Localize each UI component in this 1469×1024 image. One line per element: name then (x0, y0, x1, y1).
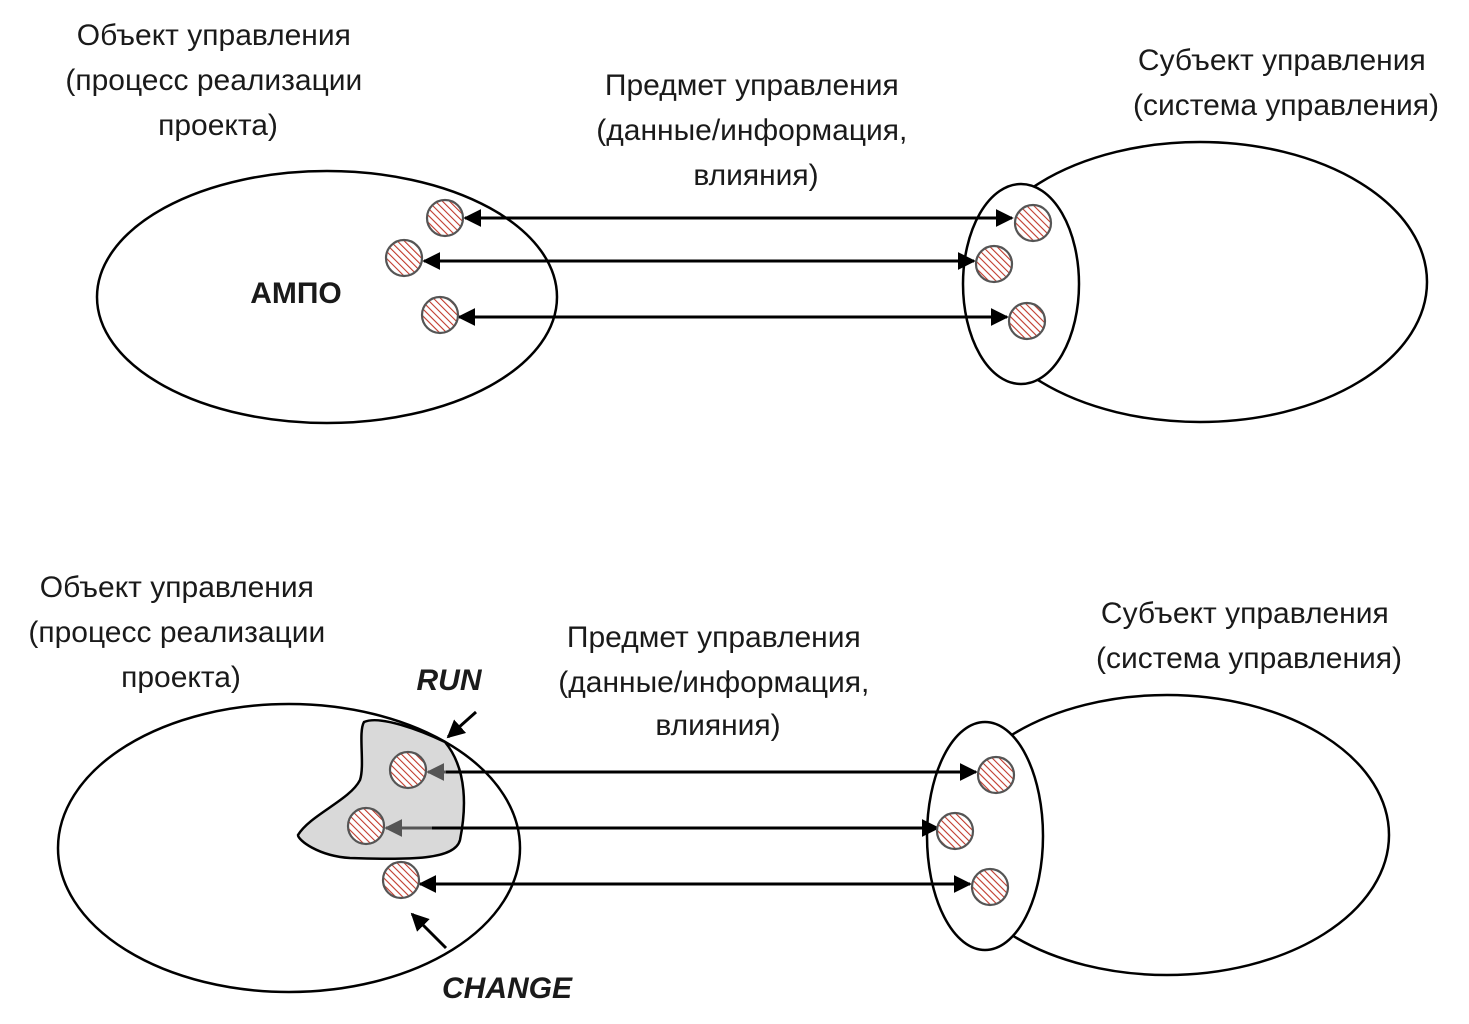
top-diagram: Объект управления (процесс реализации пр… (65, 19, 1439, 425)
run-region (296, 718, 466, 861)
object-node (420, 295, 460, 335)
subject-node (1007, 301, 1047, 341)
top-object-label: Объект управления (процесс реализации пр… (65, 19, 370, 142)
subject-node (1013, 203, 1053, 243)
run-label: RUN (417, 664, 483, 697)
change-label: CHANGE (442, 972, 573, 1005)
object-node (388, 750, 428, 790)
subject-node (970, 867, 1010, 907)
change-pointer-arrow (410, 912, 448, 950)
subject-node (976, 755, 1016, 795)
ampo-label: АМПО (250, 277, 342, 310)
run-pointer-arrow (446, 710, 477, 739)
top-subject-label: Субъект управления (система управления) (1133, 44, 1439, 122)
subject-interface-ellipse (961, 182, 1081, 386)
bottom-object-label: Объект управления (процесс реализации пр… (28, 571, 333, 694)
object-node (384, 238, 424, 278)
bottom-diagram: Объект управления (процесс реализации пр… (28, 571, 1402, 1005)
bottom-subject-label: Субъект управления (система управления) (1096, 597, 1402, 675)
object-node (346, 806, 386, 846)
subject-node (935, 811, 975, 851)
top-subject-matter-label: Предмет управления (данные/информация, в… (596, 69, 915, 192)
subject-node (974, 244, 1014, 284)
bottom-subject-matter-label: Предмет управления (данные/информация, в… (558, 621, 877, 742)
object-node (425, 198, 465, 238)
object-node (381, 860, 421, 900)
